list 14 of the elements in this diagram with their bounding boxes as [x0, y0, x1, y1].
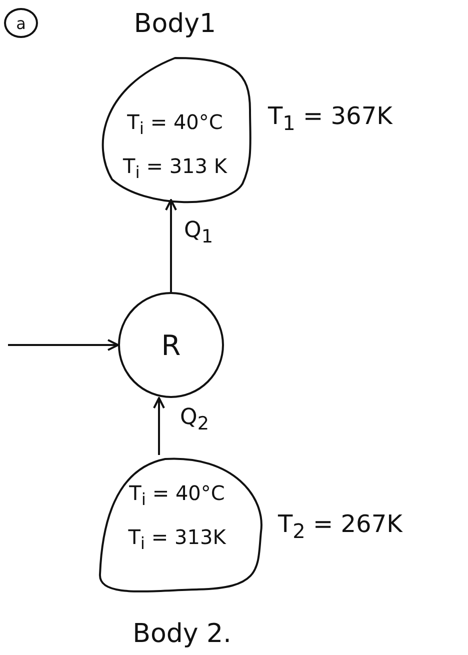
- arrow: [153, 397, 165, 455]
- body-title: Body 2.: [132, 618, 232, 650]
- temperature-text: T$_{i}$ = 313 K: [123, 154, 227, 184]
- temperature-text: T$_{i}$ = 40°C: [127, 110, 223, 140]
- question-number: a: [4, 8, 38, 38]
- arrow: [165, 199, 177, 292]
- arrow: [8, 339, 119, 351]
- body-title: Body1: [134, 8, 216, 40]
- temperature-text: T$_{i}$ = 313K: [128, 524, 226, 555]
- temperature-text: T$_{2}$ = 267K: [278, 510, 402, 543]
- reservoir-label: R: [161, 328, 181, 362]
- temperature-text: T$_{1}$ = 367K: [268, 102, 392, 135]
- reservoir-circle: [118, 292, 224, 398]
- temperature-text: T$_{i}$ = 40°C: [129, 481, 225, 511]
